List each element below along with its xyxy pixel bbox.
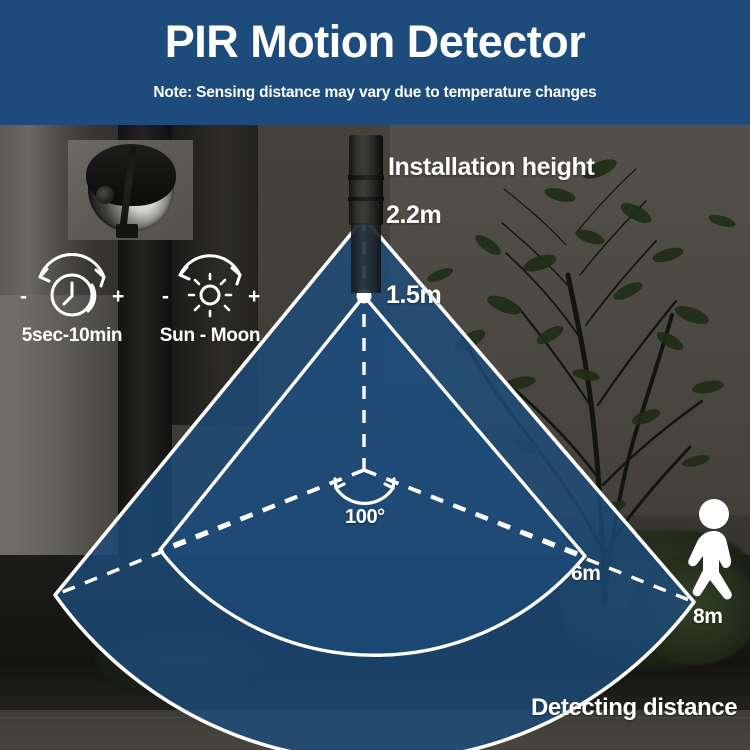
height-label-1-5m: 1.5m <box>386 281 442 309</box>
feature-lux: - + Sun - Moon <box>150 253 270 347</box>
range-label-8m: 8m <box>693 605 723 628</box>
pir-sensor-photo <box>68 140 193 240</box>
timer-minus-sign: - <box>20 285 27 308</box>
page-title: PIR Motion Detector <box>164 16 586 67</box>
height-label-2-2m: 2.2m <box>386 201 442 229</box>
fixture-body <box>349 135 383 225</box>
detecting-distance-label: Detecting distance <box>531 694 738 721</box>
fixture-ring-upper <box>348 175 384 180</box>
lux-label: Sun - Moon <box>159 325 261 346</box>
walking-person-icon <box>688 499 732 600</box>
fixture-lower-tinted <box>351 223 381 293</box>
grass-patch-left <box>95 625 275 695</box>
feature-timer: - + 5sec-10min <box>12 252 132 347</box>
sensor-base <box>116 224 138 238</box>
sun-daylight-icon: - + <box>150 253 270 319</box>
wall-mounted-sensor-fixture <box>345 135 387 295</box>
installation-height-label: Installation height <box>388 153 595 181</box>
header-banner: PIR Motion Detector Note: Sensing distan… <box>0 0 750 125</box>
lux-plus-sign: + <box>248 285 260 308</box>
timer-clock-icon: - + <box>12 252 132 319</box>
fixture-ring-lower <box>348 197 384 201</box>
range-label-6m: 6m <box>571 562 601 585</box>
lux-minus-sign: - <box>162 285 169 308</box>
timer-plus-sign: + <box>112 285 124 308</box>
header-note: Note: Sensing distance may vary due to t… <box>153 84 597 101</box>
sensor-lens <box>96 186 114 204</box>
timer-label: 5sec-10min <box>21 325 123 346</box>
angle-label-100deg: 100° <box>345 506 385 528</box>
